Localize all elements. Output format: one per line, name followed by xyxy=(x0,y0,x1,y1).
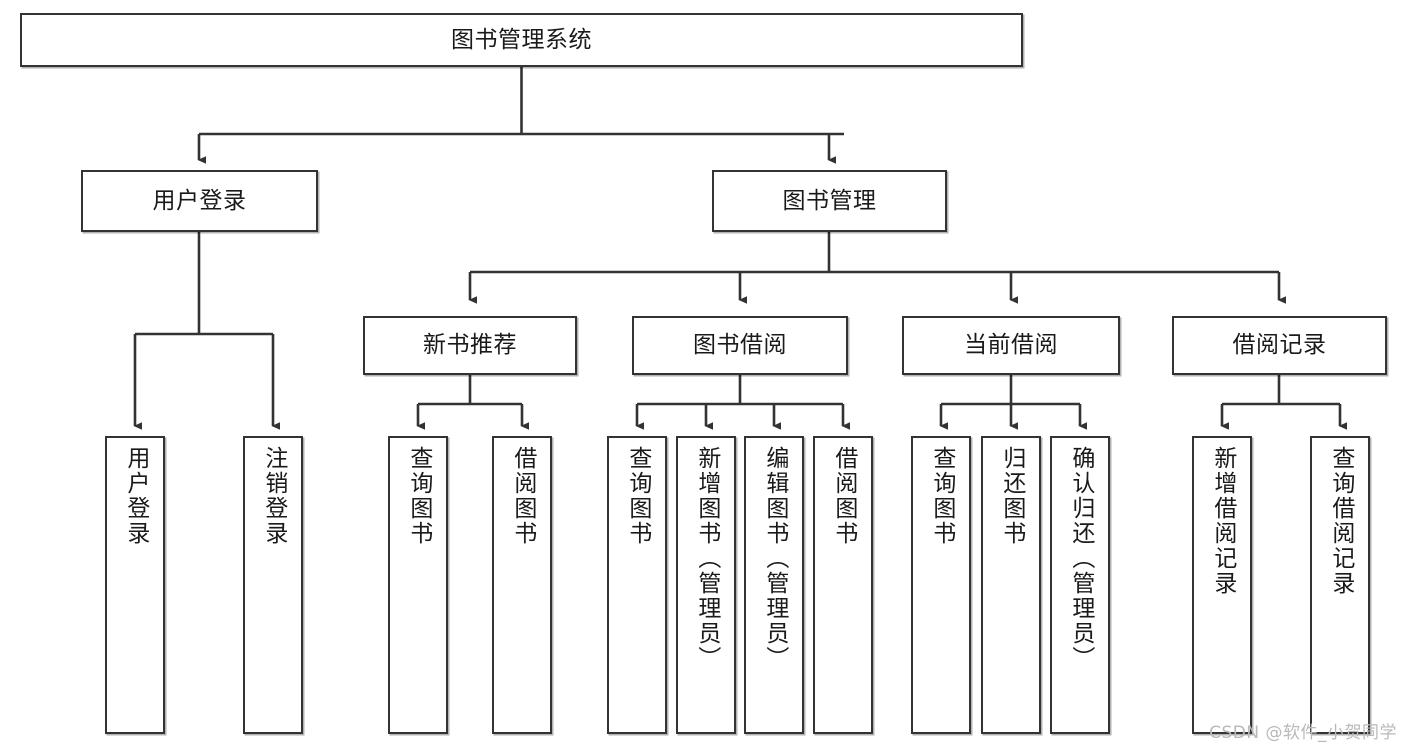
leaf-query-record-label: 查询借阅记录 xyxy=(1327,446,1354,596)
leaf-logout-login-label: 注销登录 xyxy=(260,446,287,546)
leaf-edit-book[interactable]: 编辑图书（管理员） xyxy=(744,436,804,734)
node-book-borrow-label: 图书借阅 xyxy=(693,332,787,358)
node-user-login[interactable]: 用户登录 xyxy=(81,170,318,232)
node-new-book-recommend-label: 新书推荐 xyxy=(423,332,517,358)
node-user-login-label: 用户登录 xyxy=(152,187,247,214)
node-current-borrow-label: 当前借阅 xyxy=(964,332,1058,358)
leaf-add-record-label: 新增借阅记录 xyxy=(1209,446,1236,596)
leaf-borrow-book-1-label: 借阅图书 xyxy=(509,446,536,546)
leaf-borrow-book-2[interactable]: 借阅图书 xyxy=(813,436,873,734)
leaf-user-login[interactable]: 用户登录 xyxy=(105,436,165,734)
node-book-management-label: 图书管理 xyxy=(782,187,877,214)
node-book-management[interactable]: 图书管理 xyxy=(712,170,947,232)
node-borrow-record[interactable]: 借阅记录 xyxy=(1172,316,1387,375)
leaf-confirm-return[interactable]: 确认归还（管理员） xyxy=(1050,436,1110,734)
node-current-borrow[interactable]: 当前借阅 xyxy=(902,316,1120,375)
leaf-add-book-label: 新增图书（管理员） xyxy=(693,446,720,671)
leaf-borrow-book-2-label: 借阅图书 xyxy=(830,446,857,546)
node-borrow-record-label: 借阅记录 xyxy=(1232,332,1327,358)
leaf-logout-login[interactable]: 注销登录 xyxy=(243,436,303,734)
leaf-return-book-label: 归还图书 xyxy=(998,446,1025,546)
node-root-label: 图书管理系统 xyxy=(451,26,592,53)
node-book-borrow[interactable]: 图书借阅 xyxy=(632,316,848,375)
leaf-user-login-label: 用户登录 xyxy=(122,446,149,546)
leaf-query-book-3-label: 查询图书 xyxy=(928,446,955,546)
leaf-query-book-1[interactable]: 查询图书 xyxy=(388,436,448,734)
leaf-query-record[interactable]: 查询借阅记录 xyxy=(1310,436,1370,734)
leaf-edit-book-label: 编辑图书（管理员） xyxy=(761,446,788,671)
leaf-confirm-return-label: 确认归还（管理员） xyxy=(1067,446,1094,671)
leaf-add-record[interactable]: 新增借阅记录 xyxy=(1192,436,1252,734)
leaf-borrow-book-1[interactable]: 借阅图书 xyxy=(492,436,552,734)
leaf-query-book-3[interactable]: 查询图书 xyxy=(911,436,971,734)
leaf-query-book-2-label: 查询图书 xyxy=(624,446,651,546)
node-root[interactable]: 图书管理系统 xyxy=(20,13,1023,67)
leaf-return-book[interactable]: 归还图书 xyxy=(981,436,1041,734)
leaf-add-book[interactable]: 新增图书（管理员） xyxy=(676,436,736,734)
leaf-query-book-1-label: 查询图书 xyxy=(405,446,432,546)
node-new-book-recommend[interactable]: 新书推荐 xyxy=(363,316,577,375)
watermark: CSDN @软件_小贺同学 xyxy=(1209,723,1397,743)
leaf-query-book-2[interactable]: 查询图书 xyxy=(607,436,667,734)
